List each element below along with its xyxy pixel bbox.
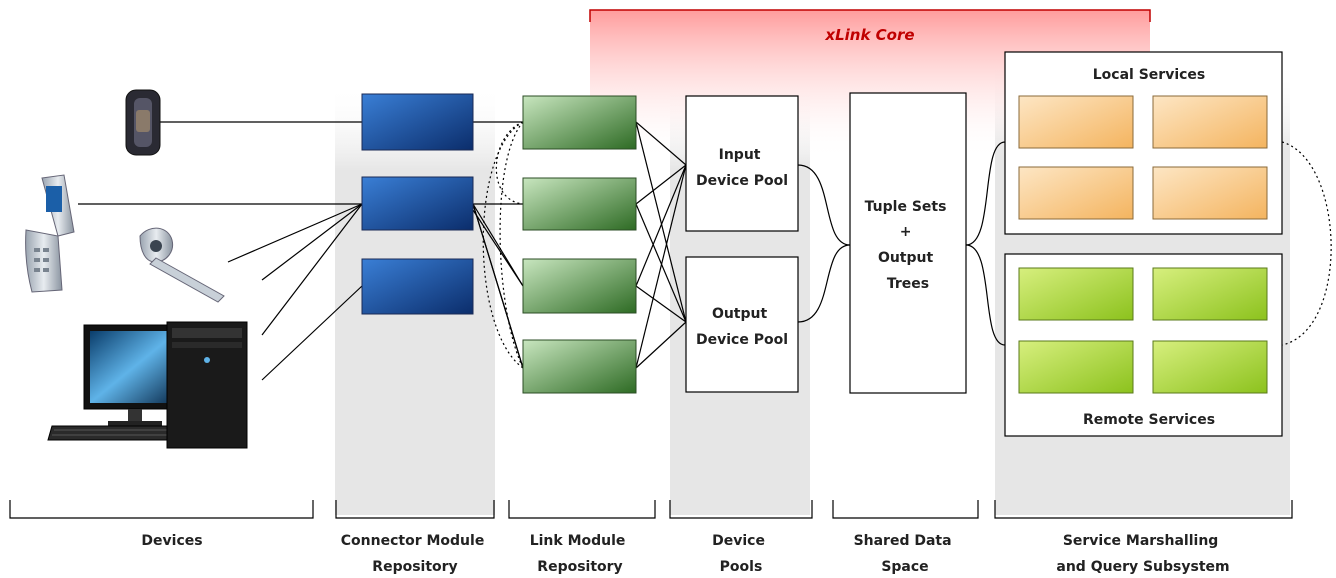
desktop-computer-device [47, 321, 248, 449]
svg-text:Shared Data Space: Shared Data Space [854, 533, 957, 575]
connector-module [361, 176, 474, 231]
svg-text:Connector Module Repositor: Connector Module Repository [341, 533, 489, 575]
link-bracket [508, 500, 656, 519]
local-service [1152, 95, 1268, 149]
caption-pools-line-1: Device [712, 533, 765, 549]
caption-services-line-1: Service Marshalling [1063, 533, 1219, 549]
output-pool-line-2: Device Pool [696, 332, 788, 348]
connector-bracket [335, 500, 495, 519]
pools-bracket [669, 500, 813, 519]
xlink-core-bracket [589, 9, 1151, 22]
link-module [522, 177, 637, 231]
services-bracket [994, 500, 1293, 519]
shared-line-2: + [900, 224, 912, 240]
svg-text:Service Marshalling and Qu: Service Marshalling and Query Subsystem [1056, 533, 1229, 575]
connector-modules [361, 93, 474, 315]
shared-line-4: Trees [887, 276, 929, 292]
remote-services-label: Remote Services [1083, 412, 1215, 428]
local-services-grid [1018, 95, 1268, 220]
output-pool-line-1: Output [712, 306, 768, 322]
caption-link-line-2: Repository [537, 559, 622, 575]
bottom-brackets [9, 500, 1293, 519]
remote-service [1018, 340, 1134, 394]
caption-connector-line-2: Repository [372, 559, 457, 575]
dotted-arcs [482, 121, 1332, 369]
caption-devices: Devices [141, 533, 202, 549]
local-services-label: Local Services [1093, 67, 1206, 83]
remote-services-grid [1018, 267, 1268, 394]
local-service [1152, 166, 1268, 220]
connector-module [361, 258, 474, 315]
caption-shared-line-2: Space [881, 559, 928, 575]
svg-text:Input Device Pool: Input Device Pool [696, 147, 788, 189]
connector-module [361, 93, 474, 151]
link-modules [522, 95, 637, 394]
input-device-pool [685, 95, 799, 232]
local-service [1018, 95, 1134, 149]
caption-pools-line-2: Pools [720, 559, 763, 575]
flip-phone-device [25, 174, 75, 293]
xlink-core-label: xLink Core [824, 26, 914, 44]
shared-line-1: Tuple Sets [865, 199, 947, 215]
svg-text:Tuple Sets + Output: Tuple Sets + Output Trees [865, 199, 952, 292]
caption-link-line-1: Link Module [530, 533, 626, 549]
wristband-device [125, 89, 161, 156]
svg-text:Link Module Repository: Link Module Repository [530, 533, 631, 575]
remote-service [1018, 267, 1134, 321]
output-device-pool [685, 256, 799, 393]
connection-lines [78, 121, 1006, 381]
shared-line-3: Output [878, 250, 934, 266]
svg-text:Output Device Pool: Output Device Pool [696, 306, 788, 348]
input-pool-line-1: Input [719, 147, 761, 163]
link-module [522, 258, 637, 314]
caption-services-line-2: and Query Subsystem [1056, 559, 1229, 575]
local-service [1018, 166, 1134, 220]
caption-connector-line-1: Connector Module [341, 533, 485, 549]
shared-bracket [832, 500, 979, 519]
input-pool-line-2: Device Pool [696, 173, 788, 189]
bluetooth-headset-device [139, 227, 225, 303]
shared-data-box [849, 92, 967, 394]
link-module [522, 339, 637, 394]
remote-service [1152, 267, 1268, 321]
link-module [522, 95, 637, 150]
caption-shared-line-1: Shared Data [854, 533, 952, 549]
devices-bracket [9, 500, 314, 519]
remote-service [1152, 340, 1268, 394]
svg-text:Device Pools: Device Pools [712, 533, 770, 575]
